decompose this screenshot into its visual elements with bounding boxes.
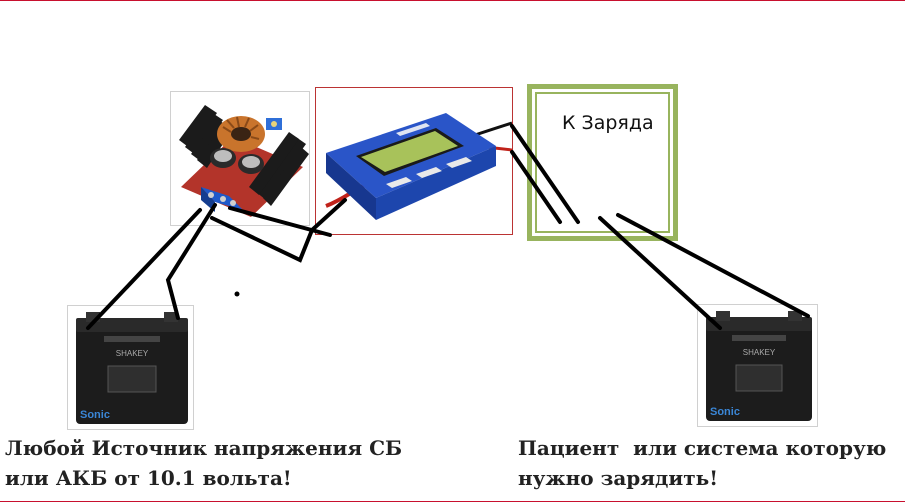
source-caption: Любой Источник напряжения СБ или АКБ от … [5,433,402,493]
charge-target-box [527,84,678,241]
watt-meter-image [315,87,513,235]
patient-caption-line1: Пациент или система которую [518,436,887,460]
charge-target-label: К Заряда [562,112,654,134]
boost-converter-image [170,91,310,226]
source-caption-line2: или АКБ от 10.1 вольта! [5,466,292,490]
battery-model-text: SHAKEY [743,348,776,357]
battery-brand-text: Sonic [710,406,740,418]
battery-brand-text: Sonic [80,409,110,421]
source-battery-image: SHAKEY Sonic [67,305,194,430]
patient-caption-line2: нужно зарядить! [518,466,718,490]
source-caption-line1: Любой Источник напряжения СБ [5,436,403,460]
battery-model-text: SHAKEY [116,349,149,358]
patient-caption: Пациент или система которую нужно заряди… [518,433,886,493]
patient-battery-image: SHAKEY Sonic [697,304,818,427]
